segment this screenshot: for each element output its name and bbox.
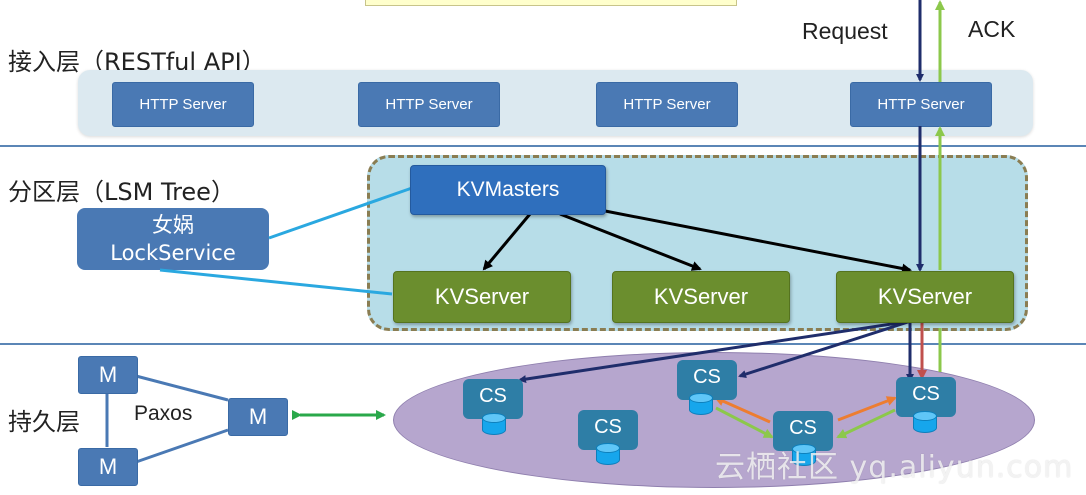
disk-icon — [482, 413, 506, 435]
layer-separator — [0, 145, 1086, 147]
ack-label: ACK — [968, 16, 1016, 42]
http-server-2: HTTP Server — [358, 82, 500, 127]
lock-service-label: LockService — [110, 241, 236, 265]
replication-orange-2 — [837, 396, 897, 422]
paxos-node: M — [228, 398, 288, 436]
paxos-link — [135, 374, 229, 402]
paxos-label: Paxos — [134, 402, 193, 425]
kvmasters-to-kvserver-3 — [599, 208, 912, 274]
lock-service-name: 女娲 — [152, 213, 194, 237]
kvserver-1: KVServer — [393, 271, 571, 323]
cs-label: CS — [789, 417, 817, 439]
kvmasters-node: KVMasters — [410, 165, 606, 215]
disk-icon — [689, 393, 713, 415]
kvserver-to-cs-2 — [738, 320, 909, 378]
cs-label: CS — [479, 385, 507, 407]
replication-orange-1 — [714, 396, 771, 424]
cs-node: CS — [677, 360, 737, 400]
cs-node: CS — [773, 411, 833, 451]
lock-service: 女娲 LockService — [77, 208, 269, 270]
disk-icon — [596, 443, 620, 465]
top-box — [365, 0, 737, 6]
kvserver-3: KVServer — [836, 271, 1014, 323]
cs-label: CS — [693, 366, 721, 388]
paxos-link — [135, 428, 229, 464]
http-server-4: HTTP Server — [850, 82, 992, 127]
layer-separator — [0, 343, 1086, 345]
http-server-1: HTTP Server — [112, 82, 254, 127]
cs-label: CS — [912, 383, 940, 405]
replication-green-2 — [836, 408, 896, 439]
kvmasters-to-kvserver-2 — [559, 212, 702, 271]
kvserver-to-cs-1 — [518, 320, 906, 384]
http-server-3: HTTP Server — [596, 82, 738, 127]
watermark: 云栖社区 yq.aliyun.com — [715, 450, 1074, 485]
disk-icon — [913, 411, 937, 433]
cs-label: CS — [594, 416, 622, 438]
lock-to-kvmasters — [268, 186, 413, 240]
request-label: Request — [802, 18, 888, 44]
paxos-node: M — [78, 448, 138, 486]
lock-to-kvserver — [159, 268, 393, 296]
paxos-node: M — [78, 356, 138, 394]
partition-layer-label: 分区层（LSM Tree） — [8, 178, 235, 206]
disk-icon — [792, 444, 816, 466]
replication-green-1 — [715, 406, 774, 439]
kvmasters-to-kvserver-1 — [482, 213, 532, 271]
persistence-layer-label: 持久层 — [8, 408, 80, 436]
cs-node: CS — [463, 379, 523, 419]
kvserver-2: KVServer — [612, 271, 790, 323]
